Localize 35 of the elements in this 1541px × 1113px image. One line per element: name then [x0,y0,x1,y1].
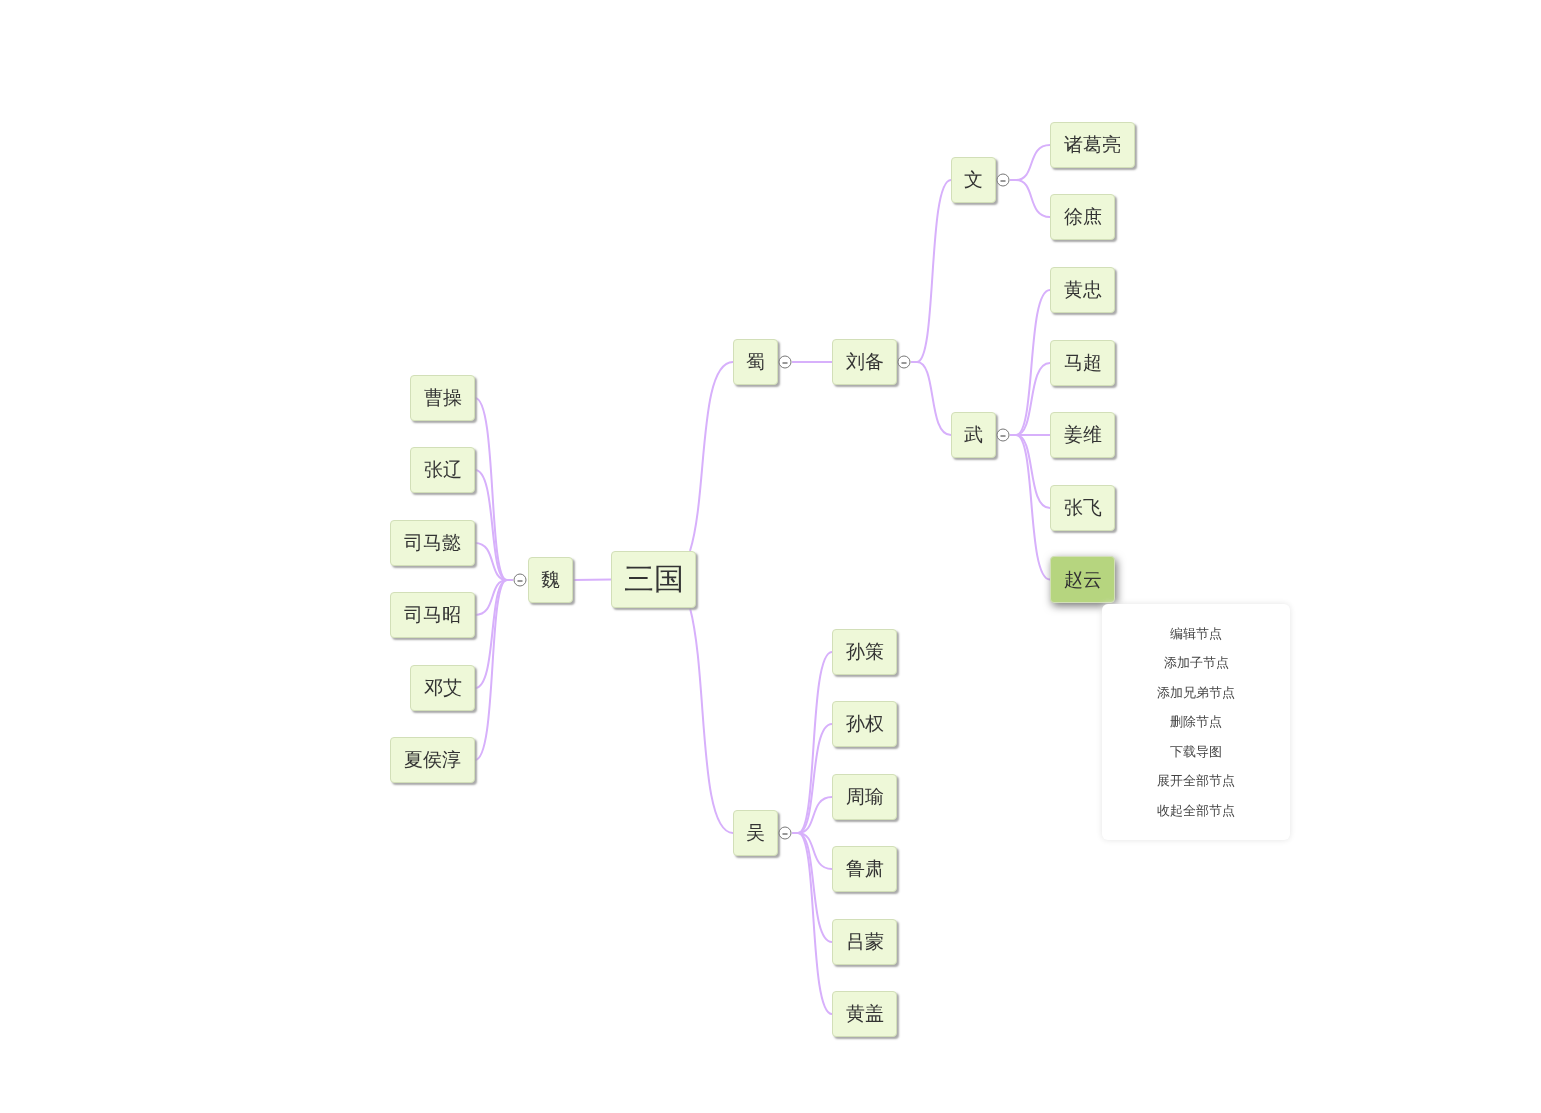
branch-line [791,361,833,363]
topic-box: 黄盖 [832,991,897,1037]
topic-box: 邓艾 [410,665,475,711]
menu-item: 删除节点 [1170,713,1222,732]
topic-box: 诸葛亮 [1050,122,1135,168]
menu-item: 编辑节点 [1170,624,1222,643]
topic-box: 孙策 [832,629,897,675]
topic-box: 司马昭 [390,592,475,638]
topic-box: 夏侯淳 [390,737,475,783]
topic-box: 张辽 [410,447,475,493]
menu-item: 展开全部节点 [1157,772,1235,791]
branch-line [1009,179,1051,218]
topic-box: 姜维 [1050,412,1115,458]
branch-line [689,607,734,834]
menu-item: 下载导图 [1170,742,1222,761]
menu-item: 添加子节点 [1163,654,1229,673]
topic-box: 曹操 [410,375,475,421]
menu-item: 添加兄弟节点 [1157,683,1235,702]
branch-line [1009,434,1051,581]
topic-box: 赵云 [1050,556,1115,603]
topic-box: 徐庶 [1050,194,1115,240]
context-menu [1102,604,1290,840]
topic-box: 黄忠 [1050,267,1115,313]
topic-box: 周瑜 [832,774,897,820]
menu-item: 收起全部节点 [1157,801,1235,820]
topic-box: 鲁肃 [832,846,897,892]
topic-box: 司马懿 [390,520,475,566]
topic-box: 马超 [1050,340,1115,386]
topic-box: 孙权 [832,701,897,747]
branch-line [689,361,734,552]
branch-line [572,578,612,581]
topic-box: 吕蒙 [832,919,897,965]
root-topic-box: 三国 [611,551,696,608]
topic-box: 张飞 [1050,485,1115,531]
branch-line [910,361,952,436]
